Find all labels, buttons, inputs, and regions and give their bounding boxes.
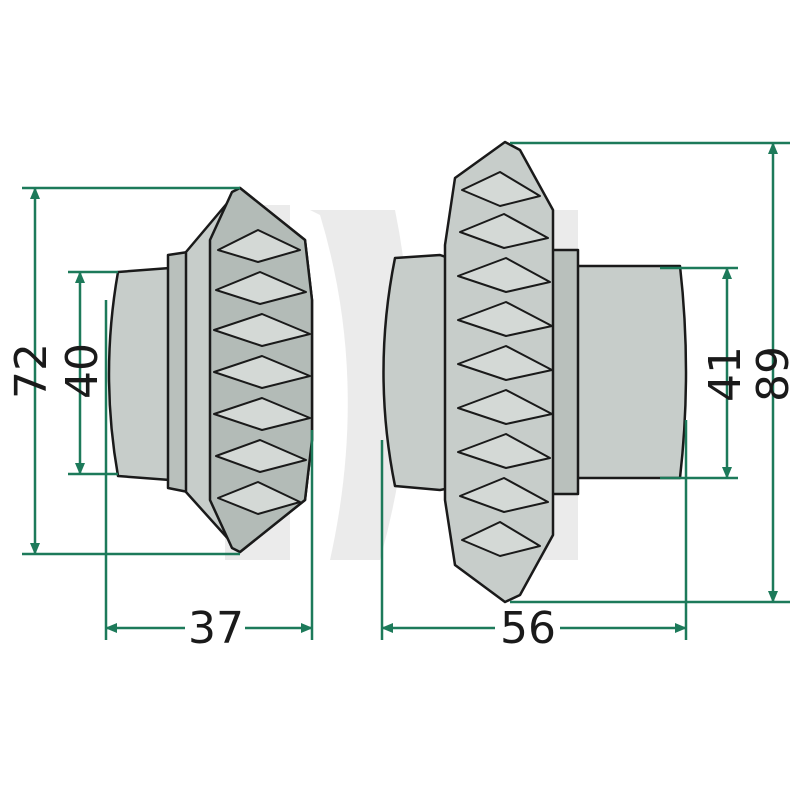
large-bevel-gear: [382, 140, 688, 604]
small-gear-teeth: [213, 229, 311, 515]
large-gear-right-hub: [573, 264, 688, 480]
small-gear-outer-diameter-label: 72: [6, 343, 57, 399]
large-gear-hub-diameter-label: 41: [700, 346, 751, 402]
large-gear-teeth: [457, 171, 553, 557]
dimension-labels: 72 40 37 89 41 56: [6, 343, 799, 654]
small-gear-hub: [107, 266, 172, 482]
large-gear-outer-diameter-label: 89: [748, 346, 799, 402]
large-gear-dimensions: [380, 141, 790, 640]
small-gear-length-label: 37: [188, 603, 244, 654]
large-gear-left-hub: [382, 253, 462, 492]
large-gear-length-label: 56: [500, 603, 556, 654]
small-gear-hub-diameter-label: 40: [57, 343, 108, 399]
small-gear-dimensions: [22, 186, 314, 640]
small-bevel-gear: [107, 186, 314, 554]
